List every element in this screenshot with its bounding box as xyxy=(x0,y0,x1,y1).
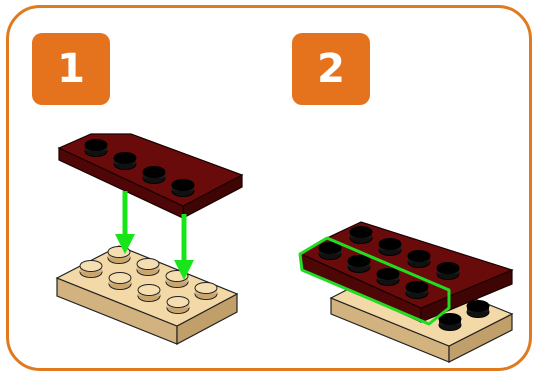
assembly-illustration xyxy=(55,133,514,363)
step-2-badge: 2 xyxy=(292,33,370,105)
step-1-tan-plate xyxy=(55,245,239,345)
step-2-highlight-outline xyxy=(298,236,451,326)
step-1-down-arrows xyxy=(115,191,194,280)
step-1-badge: 1 xyxy=(32,33,110,105)
step-2-dark-red-wedge-plate xyxy=(299,221,514,323)
step-1-dark-red-wedge-plate xyxy=(57,133,244,219)
step-2-number: 2 xyxy=(317,46,345,92)
instruction-panel: 1 2 xyxy=(6,5,532,371)
step-1-number: 1 xyxy=(57,46,85,92)
